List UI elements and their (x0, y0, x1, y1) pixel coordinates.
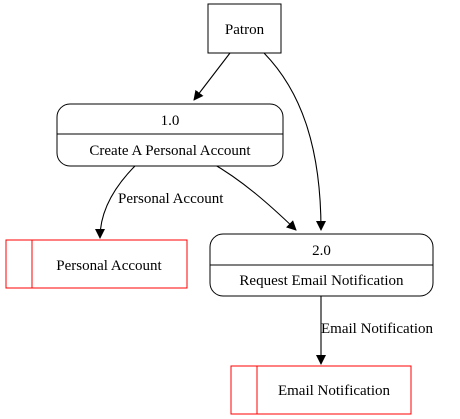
data-store-label: Email Notification (278, 383, 391, 399)
flow-patron-to-process-1 (193, 52, 231, 101)
flow-patron-to-process-2 (263, 52, 326, 231)
flow-label-personal-account: Personal Account (118, 191, 224, 207)
process-number: 2.0 (312, 243, 331, 259)
flow-process-1-to-process-2 (209, 161, 297, 231)
process-1: 1.0 Create A Personal Account (56, 103, 284, 167)
flow-process-1-to-personal-account-store (95, 161, 140, 239)
data-store-label: Personal Account (56, 258, 162, 274)
data-store-email-notification: Email Notification (230, 365, 412, 415)
process-name: Request Email Notification (239, 273, 404, 289)
process-number: 1.0 (161, 113, 180, 129)
flow-label-email-notification: Email Notification (321, 321, 434, 337)
external-entity-label: Patron (225, 22, 265, 38)
process-2: 2.0 Request Email Notification (209, 233, 434, 297)
data-store-personal-account: Personal Account (5, 239, 188, 289)
external-entity-patron: Patron (207, 3, 282, 54)
process-name: Create A Personal Account (89, 143, 251, 159)
